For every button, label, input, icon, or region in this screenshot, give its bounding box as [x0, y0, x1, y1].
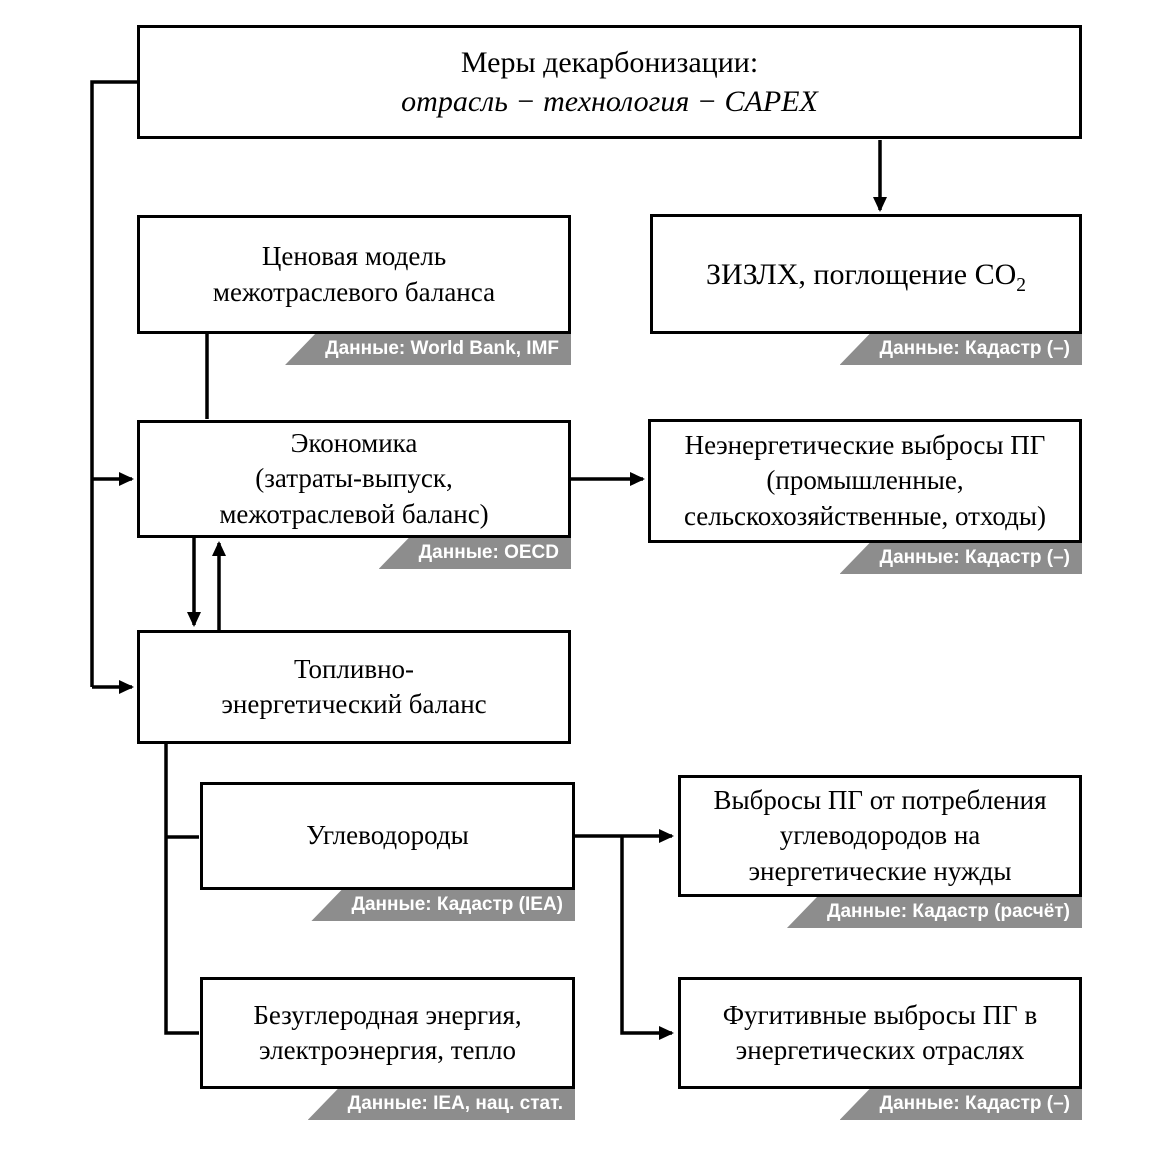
non-energy-line3: сельскохозяйственные, отходы) [683, 500, 1047, 531]
arrow-hydrocarbons-to-fugitive [620, 836, 674, 1040]
lulucf-subscript: 2 [1016, 274, 1026, 296]
data-tag-carbon-free: Данные: IEA, нац. стат. [307, 1089, 575, 1120]
economy-line2: (затраты-выпуск, [255, 463, 453, 494]
carbon-free-line1: Безуглеродная энергия, [253, 999, 522, 1030]
box-economy: Экономика (затраты-выпуск, межотраслевой… [137, 420, 571, 569]
hydrocarbons-line1: Углеводороды [306, 820, 469, 851]
box-non-energy-emissions: Неэнергетические выбросы ПГ (промышленны… [648, 419, 1082, 574]
fugitive-line2: энергетических отраслях [735, 1035, 1025, 1065]
data-tag-fugitive: Данные: Кадастр (–) [839, 1089, 1082, 1120]
non-energy-line2: (промышленные, [766, 465, 964, 496]
box-hydrocarbons: Углеводороды Данные: Кадастр (IEA) [200, 782, 575, 921]
data-tag-lulucf: Данные: Кадастр (–) [839, 334, 1082, 365]
combustion-line3: энергетические нужды [748, 855, 1012, 886]
economy-line1: Экономика [290, 428, 418, 459]
economy-line3: межотраслевой баланс) [219, 498, 489, 529]
box-carbon-free-energy: Безуглеродная энергия, электроэнергия, т… [200, 977, 575, 1120]
box-price-model: Ценовая модель межотраслевого баланса Да… [137, 215, 571, 365]
lulucf-main-text: ЗИЗЛХ, поглощение CO [706, 257, 1017, 291]
box-combustion-emissions: Выбросы ПГ от потребления углеводородов … [678, 775, 1082, 928]
box-fugitive-emissions: Фугитивные выбросы ПГ в энергетических о… [678, 977, 1082, 1120]
measures-title-line: Меры декарбонизации: [460, 46, 759, 79]
box-lulucf: ЗИЗЛХ, поглощение CO2 Данные: Кадастр (–… [650, 214, 1082, 365]
data-tag-price-model: Данные: World Bank, IMF [285, 334, 571, 365]
box-energy-balance: Топливно- энергетический баланс [137, 630, 571, 744]
data-tag-non-energy: Данные: Кадастр (–) [839, 543, 1082, 574]
energy-balance-line2: энергетический баланс [221, 689, 487, 719]
combustion-line1: Выбросы ПГ от потребления [713, 785, 1047, 816]
data-tag-economy: Данные: OECD [378, 538, 571, 569]
connector-left-rail [90, 80, 137, 687]
lulucf-text: ЗИЗЛХ, поглощение CO2 [706, 255, 1026, 296]
measures-subtitle-line: отрасль − технология − CAPEX [401, 85, 818, 118]
fugitive-line1: Фугитивные выбросы ПГ в [722, 999, 1038, 1030]
price-model-line2: межотраслевого баланса [212, 276, 496, 307]
carbon-free-line2: электроэнергия, тепло [259, 1035, 516, 1065]
connector-energy-to-carbon-free [164, 744, 199, 1035]
non-energy-line1: Неэнергетические выбросы ПГ [684, 430, 1046, 461]
data-tag-hydrocarbons: Данные: Кадастр (IEA) [311, 890, 575, 921]
box-decarbonization-measures: Меры декарбонизации: отрасль − технологи… [137, 25, 1082, 139]
combustion-line2: углеводородов на [779, 820, 981, 851]
data-tag-combustion: Данные: Кадастр (расчёт) [786, 897, 1082, 928]
energy-balance-line1: Топливно- [293, 653, 415, 684]
price-model-line1: Ценовая модель [261, 241, 447, 272]
